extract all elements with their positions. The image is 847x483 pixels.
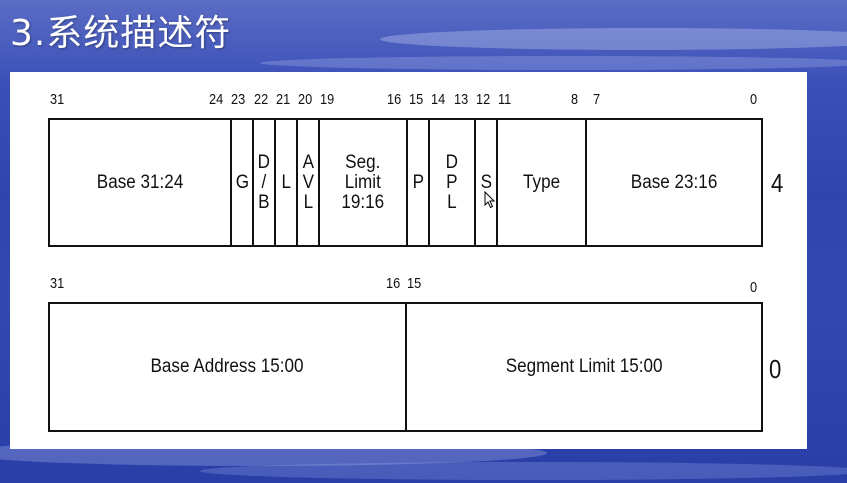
- background-wave: [200, 462, 847, 480]
- field-dpl: D P L: [430, 120, 476, 245]
- descriptor-low-dword: Base Address 15:00 Segment Limit 15:00: [48, 302, 763, 432]
- field-avl: A V L: [298, 120, 320, 245]
- diagram-panel: [10, 72, 807, 449]
- bit-number: 19: [320, 91, 335, 108]
- bit-number: 31: [50, 91, 65, 108]
- bit-number: 14: [431, 91, 446, 108]
- descriptor-high-dword: Base 31:24 G D / B L A V L Seg. Limit 19…: [48, 118, 763, 247]
- background-wave: [260, 56, 847, 70]
- field-base-23-16: Base 23:16: [630, 171, 718, 193]
- bit-number: 8: [571, 91, 579, 108]
- bit-number: 15: [407, 275, 422, 292]
- bit-number: 0: [750, 91, 758, 108]
- bit-number: 16: [386, 275, 401, 292]
- bit-number: 0: [750, 279, 758, 296]
- bit-number: 12: [476, 91, 491, 108]
- row-offset-label: 0: [769, 354, 782, 384]
- field-base-31-24: Base 31:24: [50, 120, 232, 245]
- bit-number: 15: [409, 91, 424, 108]
- mouse-cursor-icon: [484, 191, 496, 209]
- bit-number: 22: [254, 91, 269, 108]
- background-wave: [375, 28, 847, 50]
- bit-number: 31: [50, 275, 65, 292]
- field-s: S: [476, 120, 498, 245]
- field-g: G: [232, 120, 254, 245]
- field-p: P: [408, 120, 430, 245]
- slide-title: 3.系统描述符: [10, 13, 232, 54]
- field-db: D / B: [254, 120, 276, 245]
- field-base-address-15-00: Base Address 15:00: [50, 304, 407, 430]
- field-type: Type: [498, 120, 587, 245]
- bit-number: 23: [231, 91, 246, 108]
- bit-number: 13: [454, 91, 469, 108]
- bit-number: 11: [498, 91, 512, 108]
- bit-number: 7: [593, 91, 601, 108]
- bit-number: 21: [276, 91, 291, 108]
- bit-number: 16: [387, 91, 402, 108]
- field-seg-limit-19-16: Seg. Limit 19:16: [320, 120, 408, 245]
- row-offset-label: 4: [771, 168, 784, 198]
- field-l: L: [276, 120, 298, 245]
- bit-number: 20: [298, 91, 313, 108]
- bit-number: 24: [209, 91, 224, 108]
- field-segment-limit-15-00: Segment Limit 15:00: [505, 356, 663, 377]
